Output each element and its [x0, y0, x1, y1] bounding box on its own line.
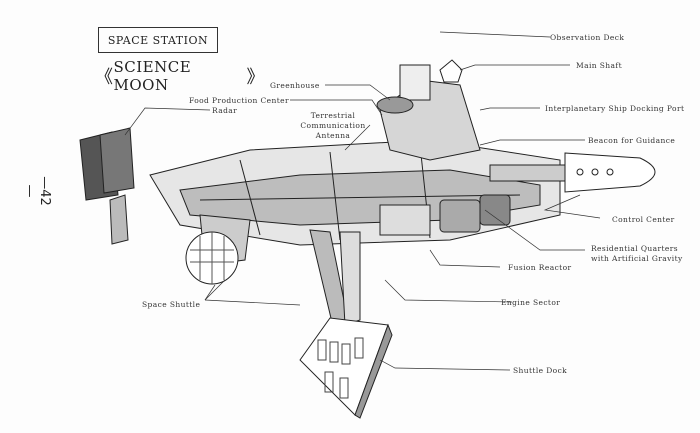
subtitle: 《 SCIENCE MOON 》 — [95, 58, 265, 94]
left-bracket: 《 — [95, 67, 114, 88]
label-terrestrial-communication-antenna: Terrestrial Communication Antenna — [300, 111, 366, 141]
residential-pods — [379, 194, 511, 236]
label-line: Antenna — [315, 131, 351, 140]
title-box-text: SPACE STATION — [107, 33, 209, 47]
label-control-center: Control Center — [612, 215, 675, 224]
space-shuttle-pod — [185, 214, 251, 285]
label-observation-deck: Observation Deck — [550, 33, 625, 42]
label-line: with Artificial Gravity — [591, 254, 683, 263]
title-box: SPACE STATION — [98, 27, 218, 53]
label-residential-quarters: Residential Quarters with Artificial Gra… — [591, 244, 683, 264]
label-line: Residential Quarters — [591, 244, 678, 253]
label-beacon: Beacon for Guidance — [588, 136, 676, 145]
leader-lines — [124, 31, 601, 371]
label-shuttle-dock: Shuttle Dock — [513, 366, 568, 375]
label-main-shaft: Main Shaft — [576, 61, 622, 70]
shuttle-dock — [299, 317, 393, 419]
label-line: Terrestrial — [310, 111, 356, 120]
label-docking-port: Interplanetary Ship Docking Port — [545, 104, 685, 113]
label-space-shuttle: Space Shuttle — [142, 300, 201, 309]
main-shaft-tower — [376, 59, 481, 161]
label-greenhouse: Greenhouse — [270, 81, 320, 90]
engine-pylon — [109, 194, 361, 336]
label-fusion-reactor: Fusion Reactor — [508, 263, 572, 272]
label-engine-sector: Engine Sector — [501, 298, 561, 307]
label-food-production-center: Food Production Center — [189, 96, 289, 105]
solar-panel — [79, 127, 135, 201]
beacon-arm — [489, 152, 656, 193]
label-line: Communication — [300, 121, 366, 130]
right-bracket: 》 — [246, 67, 265, 88]
subtitle-text: SCIENCE MOON — [113, 58, 192, 94]
label-radar: Radar — [212, 106, 238, 115]
